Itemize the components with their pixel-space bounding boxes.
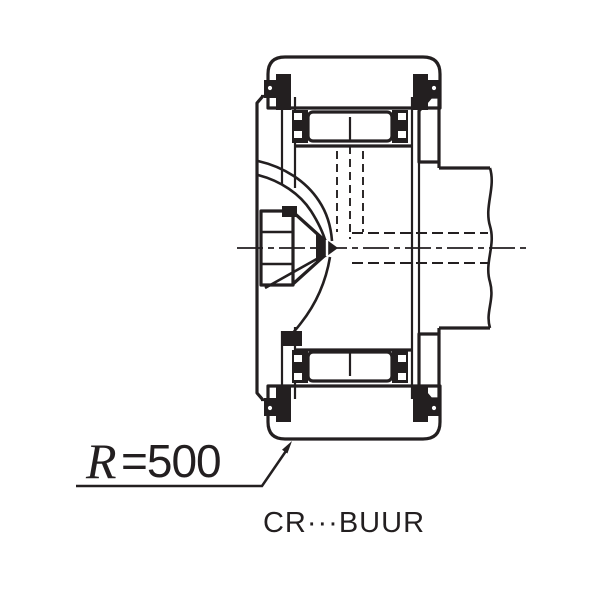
break-line bbox=[487, 167, 493, 329]
cavity-curve-upper-outer bbox=[257, 159, 334, 242]
arrowhead-icon bbox=[282, 441, 292, 454]
cavity-curve-upper-inner bbox=[257, 173, 328, 244]
grease-hole-tip bbox=[316, 232, 338, 264]
part-number-caption: CR···BUUR bbox=[263, 507, 425, 539]
grease-passage-hidden-lines bbox=[336, 146, 488, 264]
stud-shank bbox=[439, 166, 493, 330]
radius-label-value: =500 bbox=[121, 435, 221, 487]
seals bbox=[264, 74, 440, 422]
leader-arrow bbox=[76, 441, 292, 488]
radius-label-symbol: R bbox=[85, 433, 117, 489]
roller-cage-sections bbox=[282, 110, 408, 383]
outer-ring bbox=[266, 55, 442, 441]
